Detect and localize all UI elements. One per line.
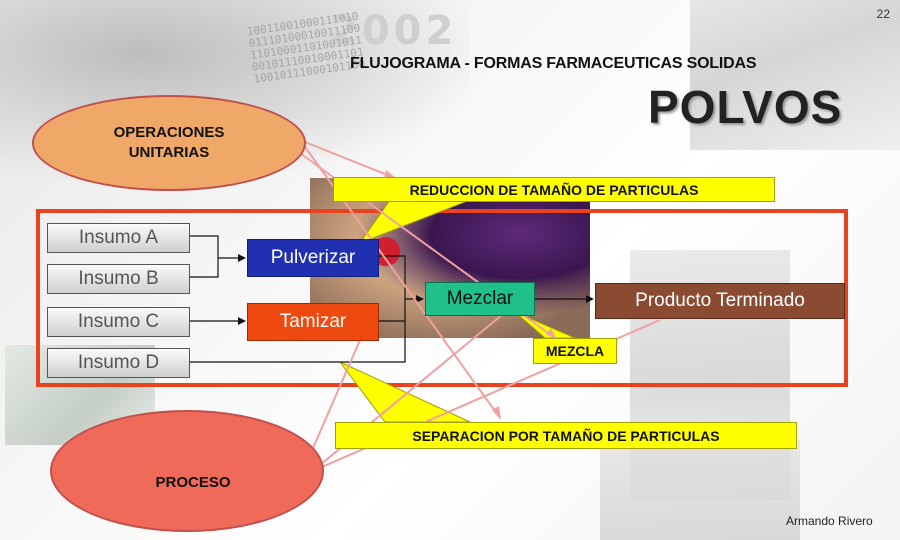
slide-title: FLUJOGRAMA - FORMAS FARMACEUTICAS SOLIDA… [350, 55, 757, 72]
reduccion-callout: REDUCCION DE TAMAÑO DE PARTICULAS [333, 177, 775, 202]
background-numbers-decoration: 2002 [330, 8, 458, 54]
flow-line [190, 235, 219, 278]
operaciones-unitarias-ellipse: OPERACIONES UNITARIAS [32, 95, 306, 191]
ellipse-arrow-line [309, 339, 361, 456]
arrow-head [238, 254, 246, 262]
insumo-b-box: Insumo B [47, 264, 190, 294]
slide-subtitle: POLVOS [648, 81, 843, 133]
proceso-label: PROCESO [155, 473, 231, 491]
tamizar-box: Tamizar [247, 303, 379, 341]
page-number: 22 [876, 7, 890, 21]
arrow-head [416, 295, 424, 303]
arrow-head [238, 317, 246, 325]
producto-terminado-box: Producto Terminado [595, 283, 845, 319]
operaciones-unitarias-label: OPERACIONES UNITARIAS [113, 124, 225, 161]
mezcla-callout: MEZCLA [533, 338, 617, 364]
ellipse-arrow-line [299, 139, 396, 179]
background-machine-image [600, 440, 800, 540]
background-machine-image [690, 0, 900, 150]
arrow-head [586, 295, 594, 303]
insumo-a-box: Insumo A [47, 223, 190, 253]
insumo-d-box: Insumo D [47, 348, 190, 378]
author-credit: Armando Rivero [786, 514, 873, 528]
pulverizar-box: Pulverizar [247, 239, 379, 277]
separacion-callout: SEPARACION POR TAMAÑO DE PARTICULAS [335, 422, 797, 449]
flow-line [190, 255, 406, 363]
callout-pointer [339, 361, 471, 423]
ellipse-arrow-head [546, 328, 557, 340]
insumo-c-box: Insumo C [47, 307, 190, 337]
proceso-ellipse: PROCESO [50, 410, 324, 532]
ellipse-arrow-head [492, 406, 501, 420]
mezclar-box: Mezclar [425, 282, 535, 316]
